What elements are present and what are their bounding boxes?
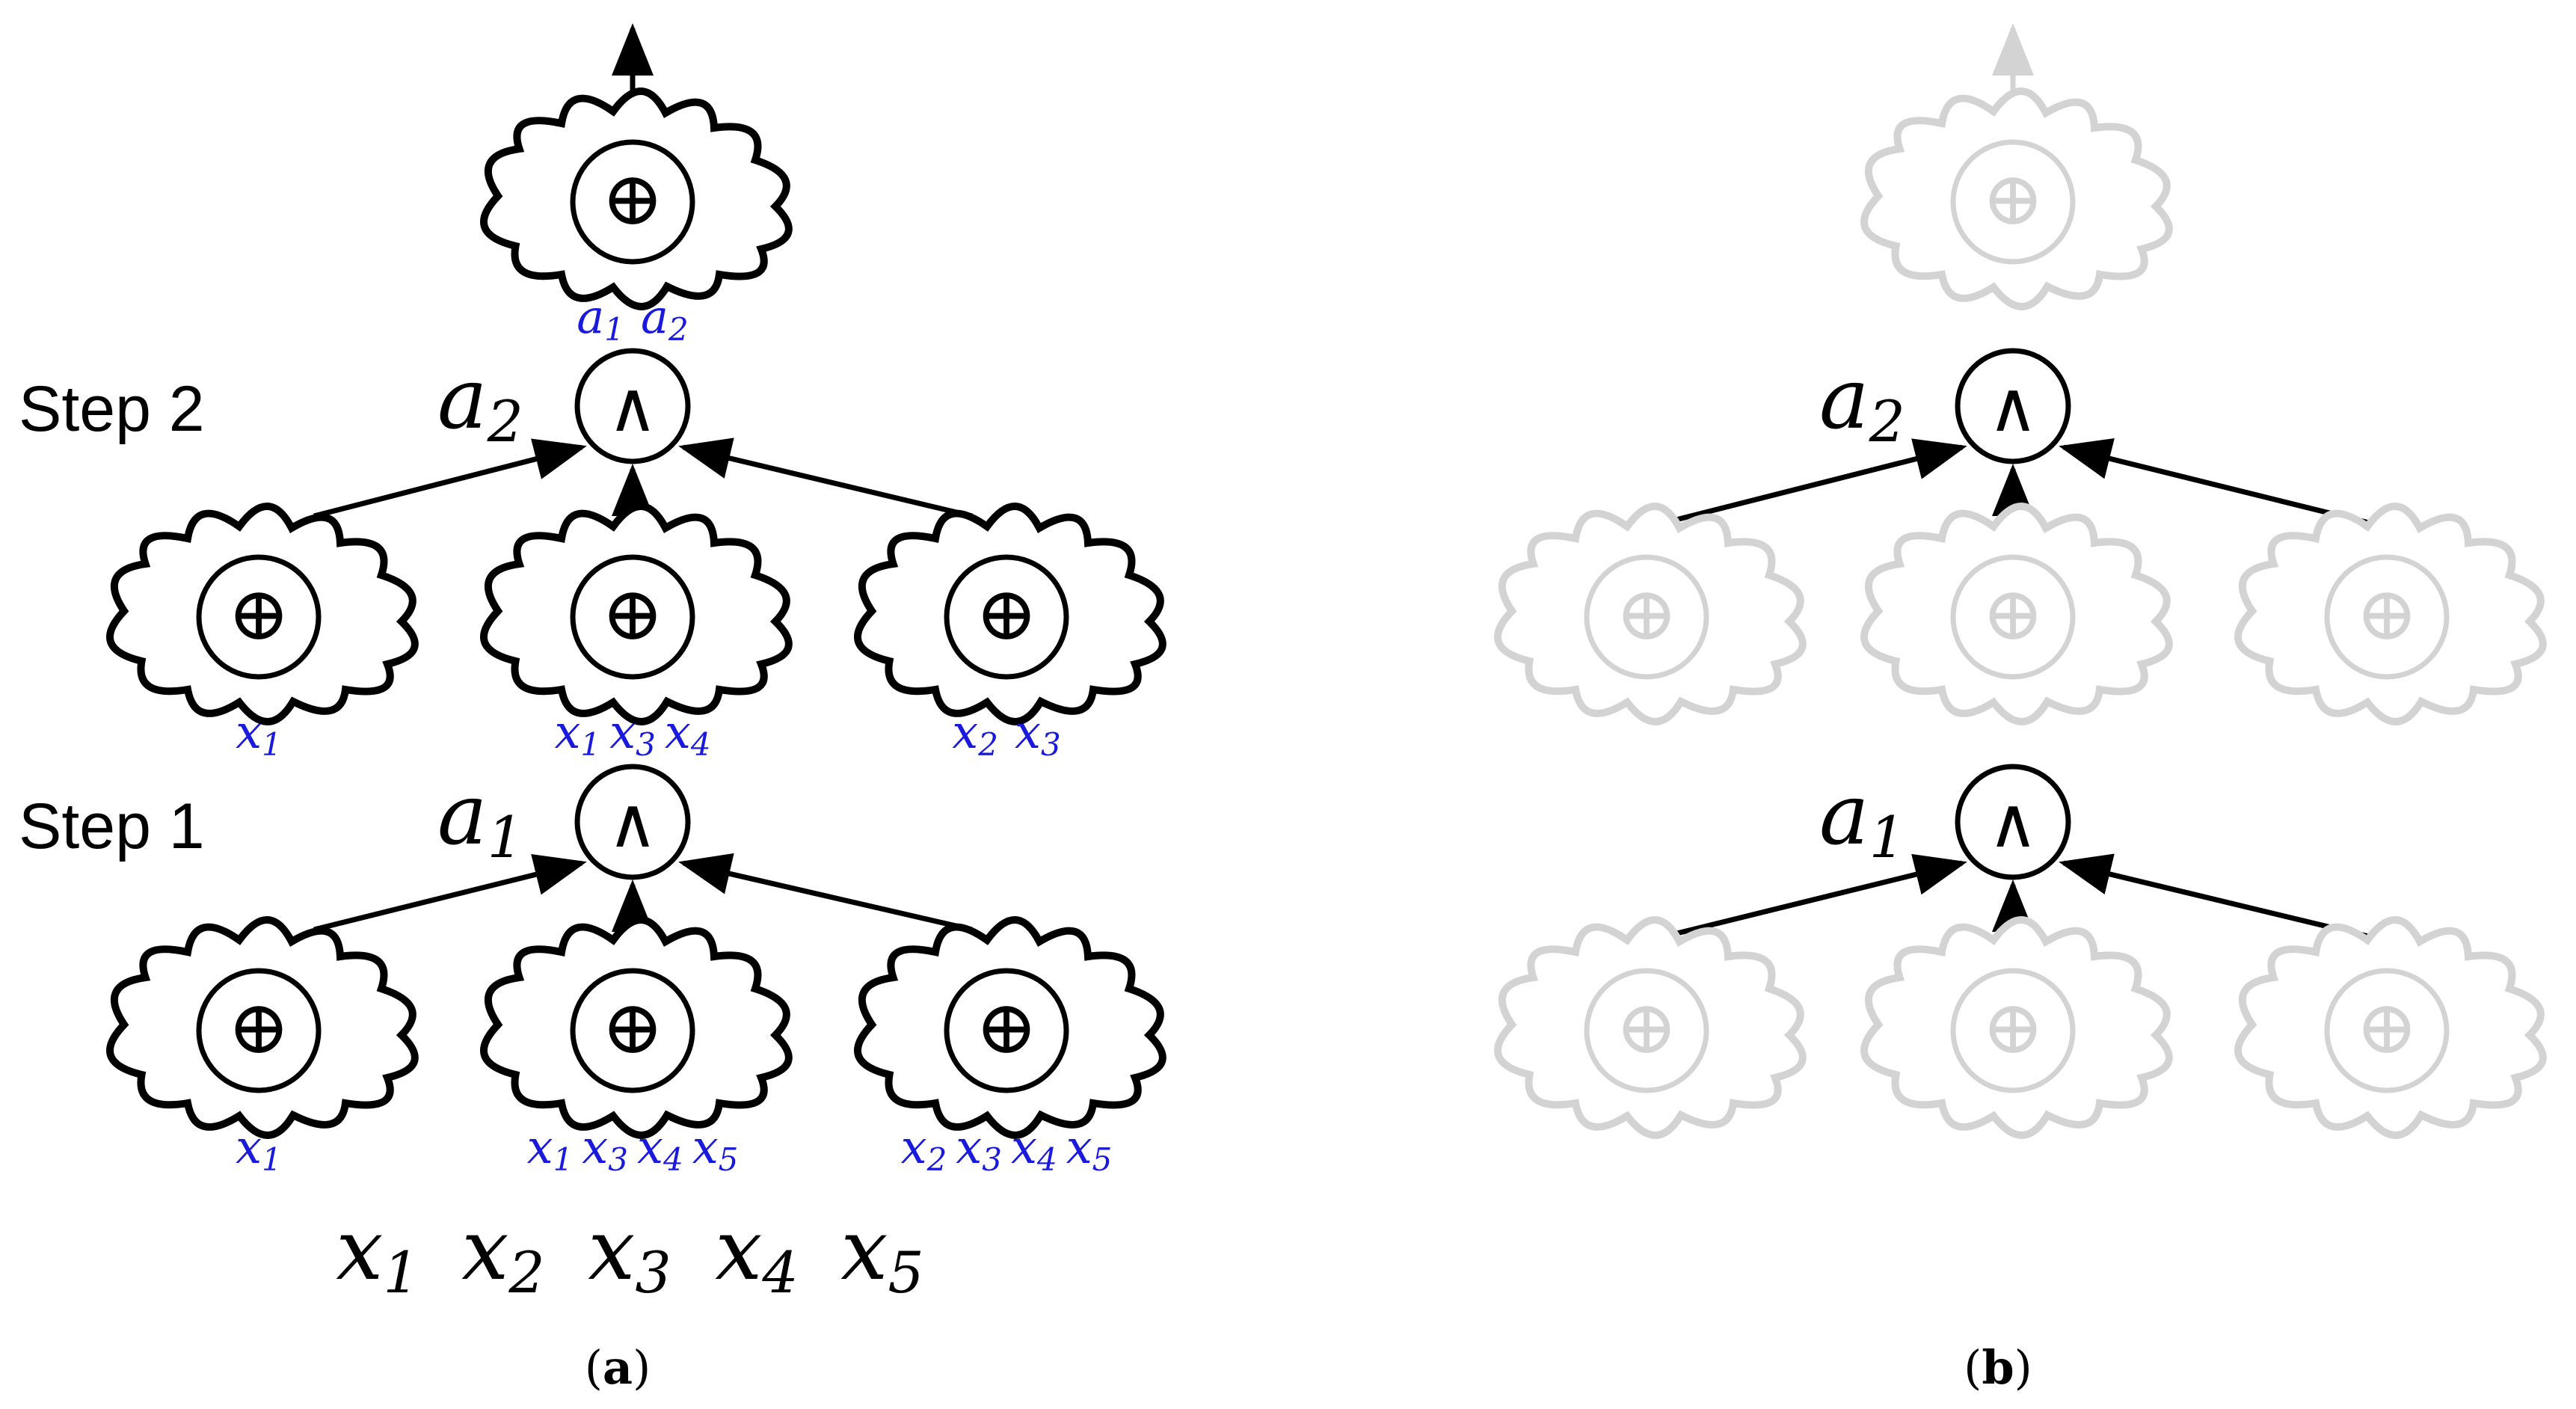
step1-cloud-2: ⊕ bbox=[480, 916, 793, 1139]
or-icon: ⊕ bbox=[975, 570, 1038, 657]
step1-cloud-3: ⊕ bbox=[854, 916, 1166, 1139]
step2-cloud-2: ⊕ bbox=[480, 503, 793, 725]
caption-b: (b) bbox=[1964, 1340, 2032, 1395]
b-faded-step1-cloud-3: ⊕ bbox=[2234, 916, 2547, 1139]
or-icon: ⊕ bbox=[975, 983, 1038, 1071]
and-icon: ∧ bbox=[607, 783, 657, 863]
and-icon: ∧ bbox=[607, 367, 657, 447]
gate-label-a1: a1 bbox=[437, 767, 523, 871]
gate-label-a2: a2 bbox=[437, 351, 523, 455]
b-gate-label-a1: a1 bbox=[1819, 767, 1905, 871]
input-x4: x4 bbox=[715, 1202, 799, 1306]
or-icon: ⊕ bbox=[2355, 570, 2418, 657]
or-gate-ring bbox=[570, 139, 695, 265]
step1-and-gate: ∧ a1 bbox=[437, 764, 691, 880]
or-icon: ⊕ bbox=[1982, 155, 2044, 242]
or-icon: ⊕ bbox=[1615, 983, 1678, 1071]
b-faded-step1-cloud-2: ⊕ bbox=[1860, 916, 2173, 1139]
edge-step1-right bbox=[678, 853, 973, 933]
panel-b: ⊕ ∧ a2 ⊕ ⊕ ⊕ ∧ a1 bbox=[1494, 23, 2547, 1395]
step2-cloud-3: ⊕ bbox=[854, 503, 1166, 725]
or-icon: ⊕ bbox=[227, 570, 290, 657]
or-icon: ⊕ bbox=[1982, 570, 2044, 657]
step2-cloud-1: ⊕ bbox=[106, 503, 419, 725]
b-faded-step1-cloud-1: ⊕ bbox=[1494, 916, 1807, 1139]
b-step2-and-gate: ∧ a2 bbox=[1819, 348, 2071, 464]
b-faded-step2-cloud-1: ⊕ bbox=[1494, 503, 1807, 725]
input-variables: x1 x2 x3 x4 x5 bbox=[336, 1202, 924, 1306]
or-icon: ⊕ bbox=[2355, 983, 2418, 1071]
step1-cloud-1-variables: x1 bbox=[236, 1120, 282, 1178]
and-gate-circle bbox=[574, 348, 691, 464]
edge-step2-left bbox=[313, 438, 587, 519]
b-faded-step2-cloud-3: ⊕ bbox=[2234, 503, 2547, 725]
or-icon: ⊕ bbox=[227, 983, 290, 1071]
input-x2: x2 bbox=[461, 1202, 545, 1306]
caption-a: (a) bbox=[585, 1340, 651, 1395]
or-icon: ⊕ bbox=[1615, 570, 1678, 657]
step2-and-gate: ∧ a2 bbox=[437, 348, 691, 464]
and-icon: ∧ bbox=[1988, 783, 2038, 863]
and-icon: ∧ bbox=[1988, 367, 2038, 447]
and-gate-circle bbox=[574, 764, 691, 880]
or-icon: ⊕ bbox=[601, 155, 664, 242]
edge-step1-left bbox=[313, 854, 587, 933]
step2-cloud-1-variables: x1 bbox=[236, 704, 282, 763]
and-gate-circle bbox=[1955, 764, 2071, 880]
or-icon: ⊕ bbox=[1982, 983, 2044, 1071]
b-gate-label-a2: a2 bbox=[1819, 351, 1905, 455]
input-x5: x5 bbox=[840, 1202, 924, 1306]
b-edge-step1-left bbox=[1646, 853, 1967, 944]
step-1-label: Step 1 bbox=[19, 791, 205, 862]
input-x1: x1 bbox=[336, 1202, 419, 1306]
b-faded-step2-cloud-2: ⊕ bbox=[1860, 503, 2173, 725]
or-icon: ⊕ bbox=[601, 570, 664, 657]
or-icon: ⊕ bbox=[601, 983, 664, 1071]
step-2-label: Step 2 bbox=[19, 373, 205, 445]
step1-cloud-1: ⊕ bbox=[106, 916, 419, 1139]
b-step1-and-gate: ∧ a1 bbox=[1819, 764, 2071, 880]
edge-step2-right bbox=[678, 438, 973, 519]
b-edge-step2-left bbox=[1646, 438, 1967, 530]
top-or-cloud: ⊕ bbox=[480, 88, 793, 310]
input-x3: x3 bbox=[588, 1202, 671, 1306]
and-gate-circle bbox=[1955, 348, 2071, 464]
faded-top-cloud: ⊕ bbox=[1860, 88, 2173, 310]
